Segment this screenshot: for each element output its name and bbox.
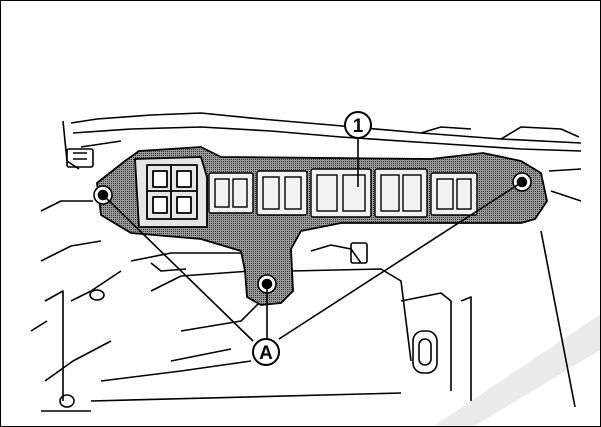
- watermark-mark: [433, 314, 600, 426]
- callout-a-label: A: [259, 343, 273, 364]
- connector-row: [208, 168, 478, 218]
- callout-a: A: [252, 338, 280, 366]
- leader-lines-a: [102, 181, 523, 342]
- callout-1: 1: [344, 111, 372, 139]
- background-structure: [30, 112, 582, 412]
- callout-1-label: 1: [353, 116, 364, 137]
